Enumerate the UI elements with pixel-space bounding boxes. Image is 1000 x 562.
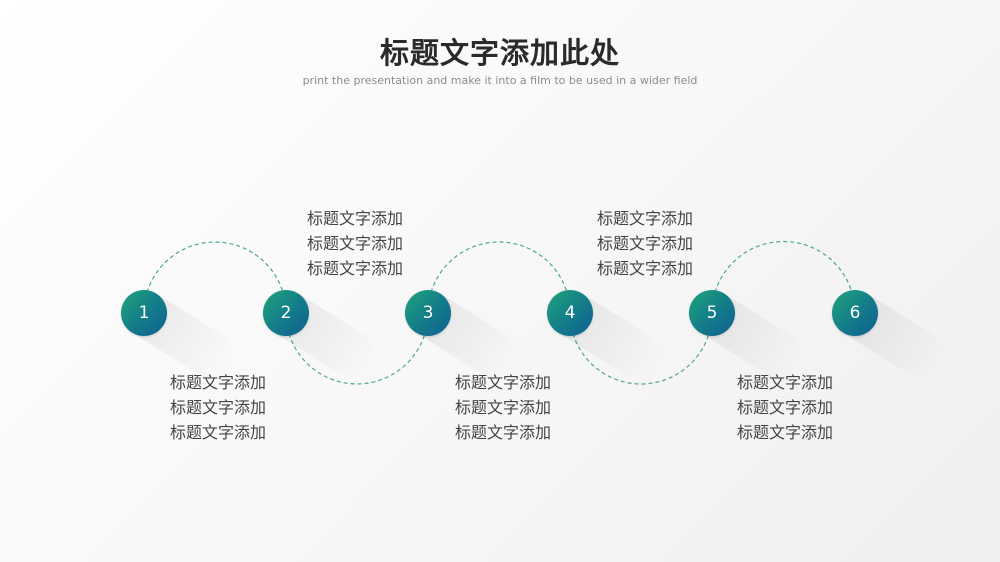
step-label-4-line-2: 标题文字添加 — [596, 234, 693, 253]
step-node-1: 1 — [121, 290, 167, 336]
wave-arc-5 — [711, 240, 856, 314]
step-label-4-line-1: 标题文字添加 — [596, 209, 693, 228]
step-node-6: 6 — [832, 290, 878, 336]
step-node-5: 5 — [689, 290, 735, 336]
wave-arc-2 — [285, 312, 429, 385]
step-label-2-line-1: 标题文字添加 — [306, 209, 403, 228]
step-label-4-line-3: 标题文字添加 — [596, 259, 693, 278]
step-label-1-line-3: 标题文字添加 — [169, 423, 266, 442]
step-label-5-line-3: 标题文字添加 — [736, 423, 833, 442]
wave-arc-4 — [569, 312, 713, 385]
step-label-2-line-3: 标题文字添加 — [306, 259, 403, 278]
step-label-3: 标题文字添加 标题文字添加 标题文字添加 — [438, 370, 568, 445]
page-subtitle: print the presentation and make it into … — [302, 74, 698, 87]
step-label-2: 标题文字添加 标题文字添加 标题文字添加 — [290, 206, 420, 281]
step-label-1-line-2: 标题文字添加 — [169, 398, 266, 417]
step-label-1-line-1: 标题文字添加 — [169, 373, 266, 392]
step-label-4: 标题文字添加 标题文字添加 标题文字添加 — [580, 206, 710, 281]
step-label-5: 标题文字添加 标题文字添加 标题文字添加 — [720, 370, 850, 445]
step-label-3-line-2: 标题文字添加 — [454, 398, 551, 417]
wave-arc-3 — [427, 241, 571, 314]
step-label-5-line-2: 标题文字添加 — [736, 398, 833, 417]
step-label-3-line-1: 标题文字添加 — [454, 373, 551, 392]
step-label-2-line-2: 标题文字添加 — [306, 234, 403, 253]
step-node-4: 4 — [547, 290, 593, 336]
page-title: 标题文字添加此处 — [379, 36, 620, 70]
step-node-2: 2 — [263, 290, 309, 336]
step-label-5-line-1: 标题文字添加 — [736, 373, 833, 392]
step-label-3-line-3: 标题文字添加 — [454, 423, 551, 442]
step-label-1: 标题文字添加 标题文字添加 标题文字添加 — [153, 370, 283, 445]
step-node-3: 3 — [405, 290, 451, 336]
wave-arc-1 — [143, 241, 287, 314]
